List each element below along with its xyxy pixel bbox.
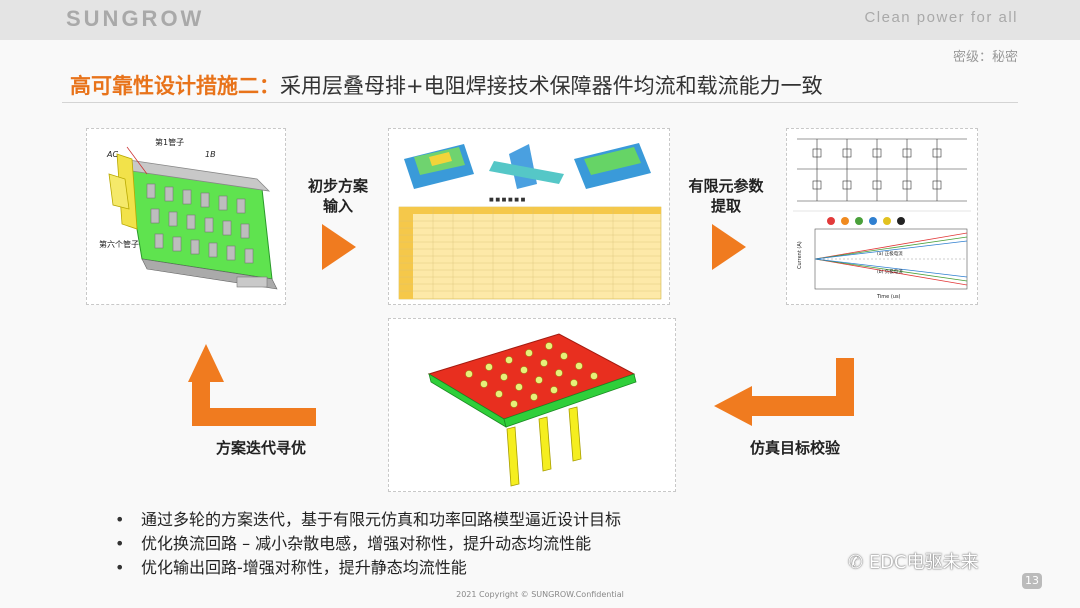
label-first-tube: 第1管子 — [155, 137, 184, 147]
circuit-waveform-image: (a) 正极电流 (b) 负极电流 Time (us) Current (A) — [786, 128, 978, 305]
step-iteration-optimize: 方案迭代寻优 — [215, 439, 306, 457]
arrow-right-icon — [322, 224, 356, 270]
classification-label: 密级：秘密 — [952, 50, 1018, 65]
fea-table-graphic: ■ ■ ■ ■ ■ ■ — [395, 133, 663, 300]
waveform-legend-b: (b) 负极电流 — [877, 268, 903, 275]
arrow-right-icon — [712, 224, 746, 270]
step-initial-input-line1: 初步方案 — [307, 177, 368, 195]
circuit-waveform-graphic: (a) 正极电流 (b) 负极电流 Time (us) Current (A) — [793, 138, 971, 300]
step-fea-extraction: 有限元参数 提取 — [676, 176, 776, 216]
bullet-marker: • — [115, 510, 125, 529]
busbar-simulation-graphic — [427, 333, 637, 487]
arrow-up-return-icon — [188, 344, 316, 426]
step-initial-input: 初步方案 输入 — [296, 176, 380, 216]
label-1b: 1B — [205, 150, 216, 159]
copyright: 2021 Copyright © SUNGROW.Confidential — [456, 590, 624, 599]
bullet-item: • 通过多轮的方案迭代，基于有限元仿真和功率回路模型逼近设计目标 — [115, 508, 621, 532]
bullet-marker: • — [115, 534, 125, 553]
busbar-simulation-image — [388, 318, 676, 492]
title-divider — [62, 102, 1018, 103]
title-rest: 采用层叠母排+电阻焊接技术保障器件均流和载流能力一致 — [280, 74, 823, 98]
bullet-marker: • — [115, 558, 125, 577]
busbar-model-image: 第1管子 AC 1B 第六个管子 — [86, 128, 286, 305]
step-fea-extraction-line2: 提取 — [710, 197, 741, 215]
wechat-watermark: ✆ EDC电驱未来 — [848, 552, 979, 573]
step-initial-input-line2: 输入 — [322, 197, 353, 215]
bullet-item: • 优化输出回路-增强对称性，提升静态均流性能 — [115, 556, 621, 580]
arrow-left-return-icon — [714, 358, 854, 426]
step-simulation-check: 仿真目标校验 — [749, 439, 840, 457]
top-bar — [0, 0, 1080, 40]
table-caption: ■ ■ ■ ■ ■ ■ — [489, 197, 526, 203]
waveform-legend-a: (a) 正极电流 — [877, 250, 903, 257]
bullet-text: 通过多轮的方案迭代，基于有限元仿真和功率回路模型逼近设计目标 — [141, 510, 622, 529]
fea-table-image: ■ ■ ■ ■ ■ ■ — [388, 128, 670, 305]
busbar-model-graphic: 第1管子 AC 1B 第六个管子 — [99, 137, 278, 290]
page-number: 13 — [1022, 573, 1042, 589]
bullet-list: • 通过多轮的方案迭代，基于有限元仿真和功率回路模型逼近设计目标 • 优化换流回路 … — [115, 508, 621, 580]
slogan: Clean power for all — [864, 9, 1018, 26]
label-sixth-tube: 第六个管子 — [99, 239, 139, 249]
title-highlight: 高可靠性设计措施二： — [70, 74, 280, 98]
watermark-text: EDC电驱未来 — [868, 552, 979, 573]
bullet-item: • 优化换流回路 – 减小杂散电感，增强对称性，提升动态均流性能 — [115, 532, 621, 556]
label-ac: AC — [106, 150, 118, 159]
waveform-ylabel: Current (A) — [797, 241, 803, 269]
sungrow-logo: SUNGROW — [66, 6, 205, 31]
bullet-text: 优化输出回路-增强对称性，提升静态均流性能 — [141, 558, 467, 577]
bullet-text: 优化换流回路 – 减小杂散电感，增强对称性，提升动态均流性能 — [141, 534, 592, 553]
waveform-xlabel: Time (us) — [876, 294, 901, 300]
slide-title: 高可靠性设计措施二：采用层叠母排+电阻焊接技术保障器件均流和载流能力一致 — [70, 70, 823, 100]
step-fea-extraction-line1: 有限元参数 — [688, 177, 764, 195]
